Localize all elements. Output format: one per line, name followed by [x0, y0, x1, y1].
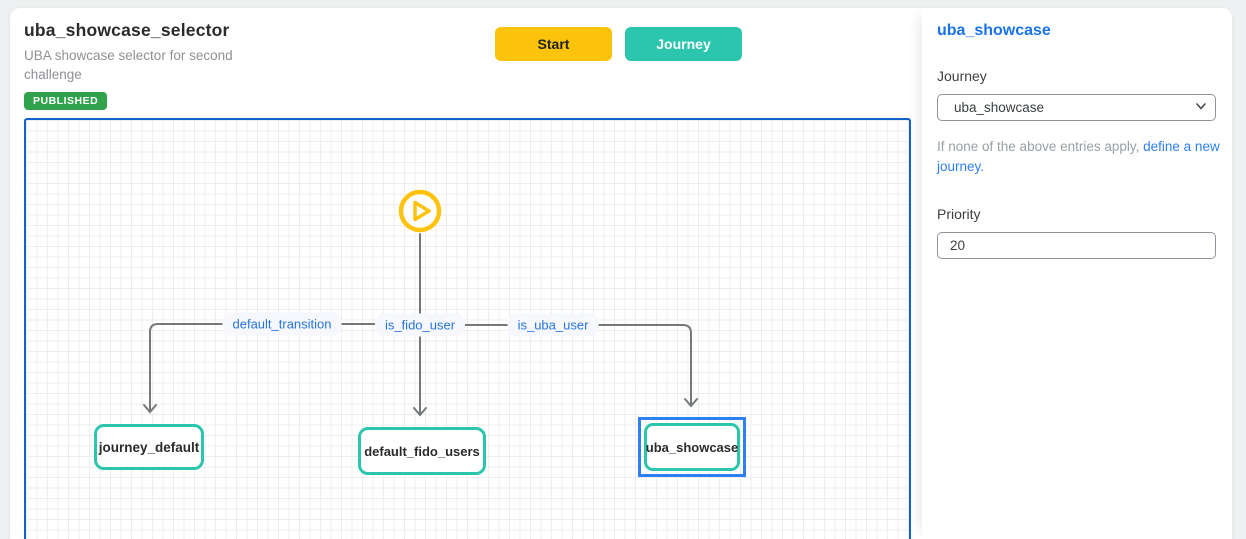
- journey-select-wrap: uba_showcase: [937, 94, 1216, 121]
- page-title: uba_showcase_selector: [24, 20, 230, 40]
- main-card: uba_showcase_selector UBA showcase selec…: [10, 8, 1232, 539]
- node-journey-default[interactable]: journey_default: [94, 424, 204, 470]
- flow-canvas[interactable]: default_transition is_fido_user is_uba_u…: [24, 118, 911, 539]
- node-uba-showcase: uba_showcase: [644, 423, 740, 471]
- priority-input[interactable]: [937, 232, 1216, 259]
- hint-static-text: If none of the above entries apply,: [937, 139, 1144, 154]
- selector-header: uba_showcase_selector UBA showcase selec…: [24, 20, 324, 110]
- journey-button[interactable]: Journey: [625, 27, 742, 61]
- node-default-fido-users[interactable]: default_fido_users: [358, 427, 486, 475]
- edge-label-is-fido-user[interactable]: is_fido_user: [374, 313, 466, 337]
- priority-field-label: Priority: [937, 206, 981, 222]
- edge-label-default-transition[interactable]: default_transition: [222, 312, 342, 336]
- edge-label-is-uba-user[interactable]: is_uba_user: [507, 313, 599, 337]
- flow-editor-section: uba_showcase_selector UBA showcase selec…: [10, 8, 922, 539]
- properties-sidebar: uba_showcase Journey uba_showcase If non…: [922, 8, 1232, 539]
- play-icon[interactable]: [396, 187, 444, 235]
- flow-edges: [143, 233, 698, 417]
- define-new-journey-link[interactable]: define a new journey.: [937, 139, 1220, 174]
- journey-select[interactable]: uba_showcase: [937, 94, 1216, 121]
- status-badge: PUBLISHED: [24, 92, 108, 110]
- node-uba-showcase-selected[interactable]: uba_showcase: [638, 417, 746, 477]
- start-button[interactable]: Start: [495, 27, 612, 61]
- sidebar-title: uba_showcase: [937, 22, 1051, 39]
- journey-hint-text: If none of the above entries apply, defi…: [937, 137, 1221, 177]
- journey-field-label: Journey: [937, 68, 987, 84]
- page-subtitle: UBA showcase selector for second challen…: [24, 48, 233, 82]
